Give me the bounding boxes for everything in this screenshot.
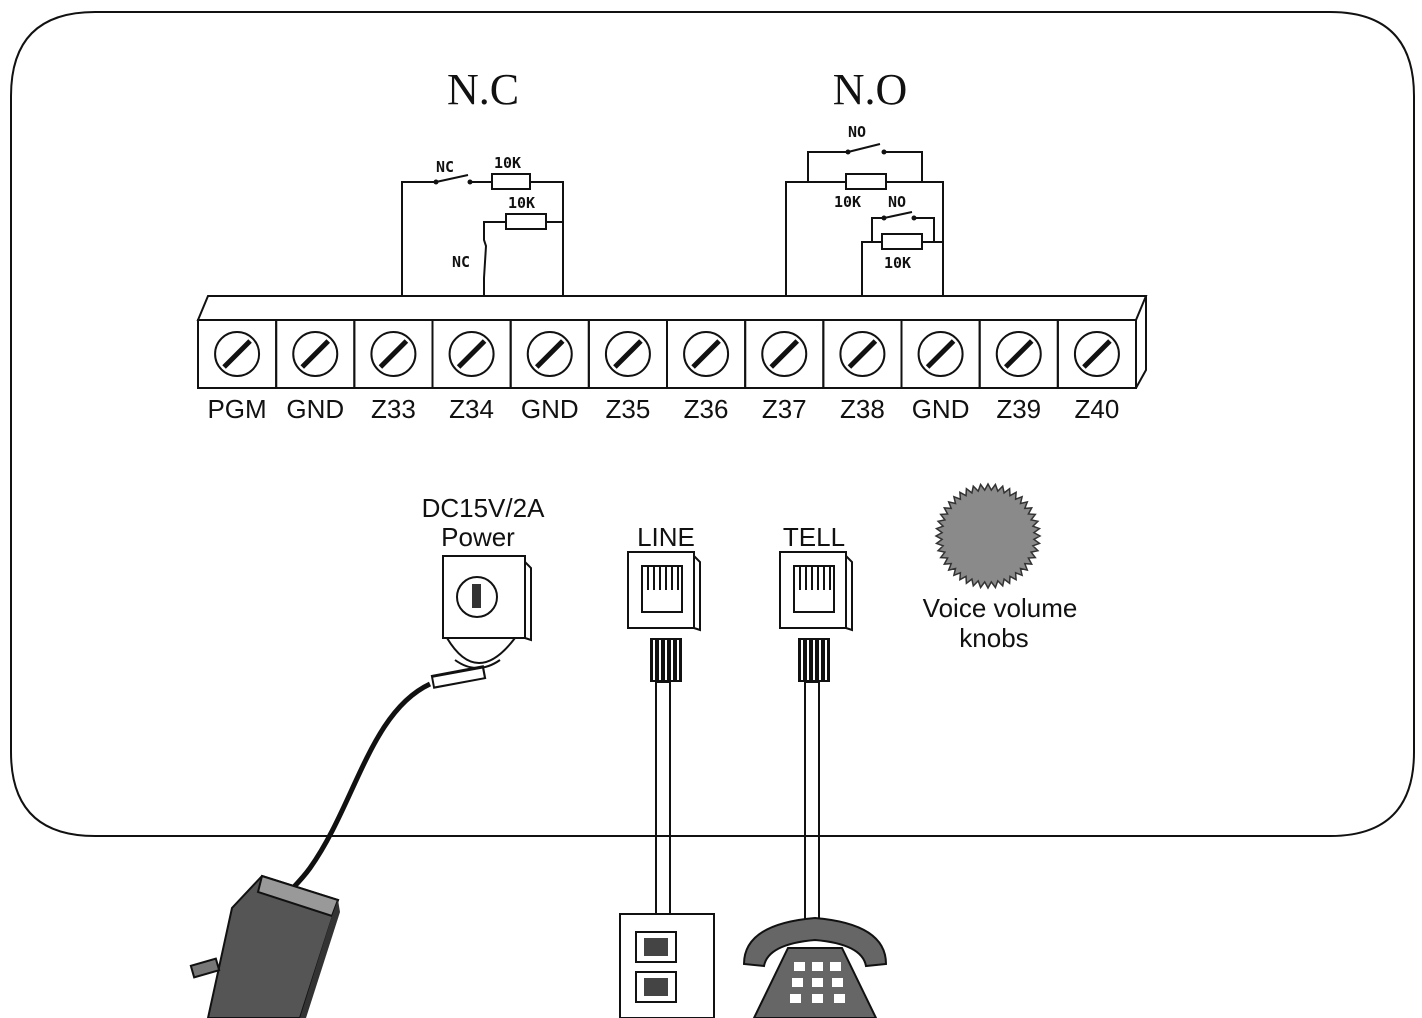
terminal-label: Z34 [449,394,494,424]
terminal-label: Z35 [606,394,651,424]
tell-port[interactable]: TELL [779,522,853,923]
terminal-label: GND [912,394,970,424]
no-resistor-label-2: 10K [884,254,911,272]
screw-terminal-icon [604,331,651,377]
power-jack-icon [442,555,532,669]
screw-terminal-icon [448,331,495,377]
rj11-jack-icon [779,551,853,632]
screw-terminal-icon [370,331,417,377]
screw-terminal-icon [995,331,1042,377]
terminal-z33-2[interactable]: Z33 [353,319,434,424]
terminal-label: Z38 [840,394,885,424]
terminal-z35-5[interactable]: Z35 [587,319,668,424]
knob-label-line1: Voice volume [923,593,1078,623]
screw-terminal-icon [1073,331,1120,377]
no-circuit: NO 10K NO 10K [785,123,944,296]
terminal-label: Z39 [996,394,1041,424]
tell-port-label: TELL [783,522,845,552]
telephone-icon [742,916,888,1018]
power-jack[interactable]: DC15V/2A Power [422,493,545,669]
screw-terminal-icon [214,331,261,377]
screw-terminal-icon [683,331,730,377]
no-switch-label-1: NO [848,123,866,141]
wall-socket-icon [619,913,715,1018]
no-resistor-label-1: 10K [834,193,861,211]
knob-label-line2: knobs [959,623,1028,653]
nc-resistor-label-1: 10K [494,154,521,172]
terminal-z37-7[interactable]: Z37 [744,319,825,424]
volume-knob-icon [934,482,1042,590]
terminal-list: PGM GND Z33 Z34 GND Z35 Z36 Z37 Z38 GND Z39 Z40 [197,319,1138,424]
terminal-z34-3[interactable]: Z34 [431,319,512,424]
terminal-label: GND [286,394,344,424]
screw-terminal-icon [292,331,339,377]
screw-terminal-icon [839,331,886,377]
terminal-gnd-4[interactable]: GND [509,319,590,424]
nc-header: N.C [447,65,519,114]
terminal-z38-8[interactable]: Z38 [822,319,903,424]
terminal-block [196,295,1148,389]
terminal-gnd-9[interactable]: GND [900,319,981,424]
power-label-line1: DC15V/2A [422,493,545,523]
power-adapter[interactable] [189,665,487,1018]
power-label-line2: Power [441,522,515,552]
terminal-label: PGM [207,394,266,424]
no-header: N.O [833,65,908,114]
terminal-label: GND [521,394,579,424]
terminal-label: Z33 [371,394,416,424]
screw-terminal-icon [917,331,964,377]
line-port-label: LINE [637,522,695,552]
panel-outline [10,11,1415,837]
line-port[interactable]: LINE [627,522,701,915]
rj11-jack-icon [627,551,701,632]
volume-knob[interactable]: Voice volume knobs [923,482,1078,653]
terminal-pgm-0[interactable]: PGM [197,319,278,424]
terminal-label: Z37 [762,394,807,424]
terminal-z36-6[interactable]: Z36 [666,319,747,424]
nc-switch-label-1: NC [436,158,454,176]
screw-terminal-icon [526,331,573,377]
screw-terminal-icon [761,331,808,377]
nc-resistor-label-2: 10K [508,194,535,212]
terminal-label: Z36 [684,394,729,424]
terminal-label: Z40 [1075,394,1120,424]
terminal-z39-10[interactable]: Z39 [978,319,1059,424]
nc-switch-label-2: NC [452,253,470,271]
no-switch-label-2: NO [888,193,906,211]
terminal-gnd-1[interactable]: GND [275,319,356,424]
nc-circuit: NC 10K 10K NC [401,154,564,296]
power-adapter-icon [189,874,340,1018]
terminal-z40-11[interactable]: Z40 [1056,319,1138,424]
